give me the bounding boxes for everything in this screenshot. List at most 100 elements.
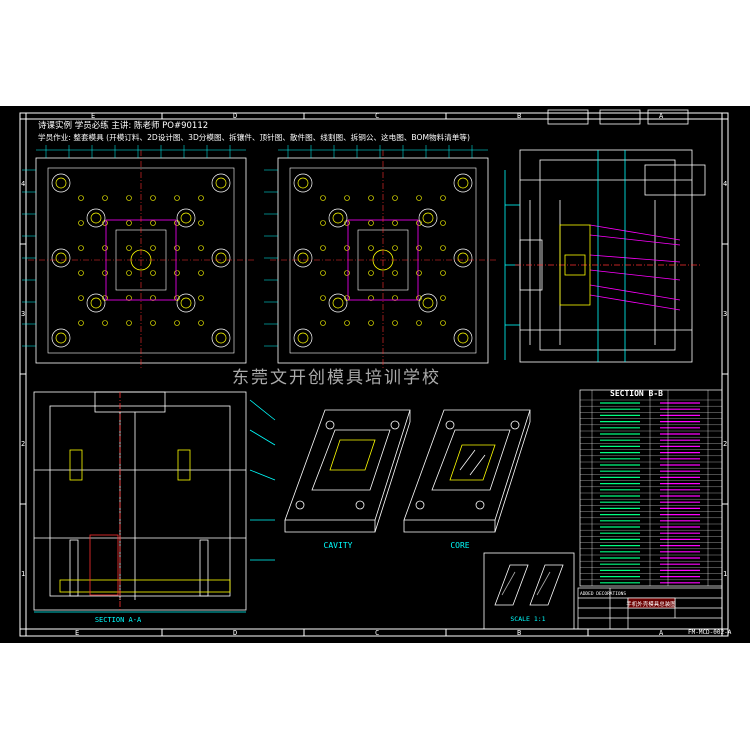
ejector-hole xyxy=(126,320,132,326)
ejector-hole xyxy=(344,295,350,301)
ejector-hole xyxy=(368,320,374,326)
ejector-hole xyxy=(150,320,156,326)
ejector-hole xyxy=(126,245,132,251)
ejector-hole xyxy=(198,295,204,301)
ejector-hole xyxy=(174,245,180,251)
section-b-b-label: SECTION B-B xyxy=(610,389,663,398)
ejector-hole xyxy=(78,295,84,301)
guide-pin xyxy=(215,177,227,189)
ejector-hole xyxy=(126,220,132,226)
ejector-hole xyxy=(368,245,374,251)
ejector-hole xyxy=(150,245,156,251)
zone-number-right: 3 xyxy=(723,310,727,318)
ejector-hole xyxy=(102,195,108,201)
ejector-hole xyxy=(198,245,204,251)
ejector-hole xyxy=(440,220,446,226)
title-block xyxy=(577,587,723,630)
zone-number-right: 4 xyxy=(723,180,727,188)
ejector-hole xyxy=(392,270,398,276)
guide-hole xyxy=(293,328,313,348)
ejector-hole xyxy=(320,295,326,301)
guide-pin xyxy=(215,252,227,264)
ejector-hole xyxy=(102,320,108,326)
guide-pin xyxy=(332,212,344,224)
ejector-hole xyxy=(320,245,326,251)
core-label: CORE xyxy=(450,541,469,550)
guide-hole xyxy=(328,293,348,313)
ejector-hole xyxy=(344,320,350,326)
guide-hole xyxy=(453,173,473,193)
guide-pin xyxy=(457,177,469,189)
ejector-hole xyxy=(78,270,84,276)
ejector-hole xyxy=(150,270,156,276)
guide-pin xyxy=(215,332,227,344)
guide-pin xyxy=(457,332,469,344)
scale-label: SCALE 1:1 xyxy=(510,615,545,623)
section-a-a-label: SECTION A-A xyxy=(95,616,142,624)
part-title: 手机外壳模具总装图 xyxy=(626,600,676,608)
guide-pin xyxy=(55,332,67,344)
zone-number-right: 2 xyxy=(723,440,727,448)
zone-letter-top: B xyxy=(517,112,521,120)
ejector-hole xyxy=(78,245,84,251)
ejector-hole xyxy=(320,270,326,276)
zone-letter-bottom: C xyxy=(375,629,379,637)
zone-letter-bottom: D xyxy=(233,629,237,637)
guide-pin xyxy=(297,177,309,189)
header-line-2: 学员作业: 整套模具 (开模订料、2D设计图、3D分模图、拆镶件、顶针图、散件图… xyxy=(38,132,470,142)
isometric-core-plate xyxy=(403,409,531,533)
guide-hole xyxy=(51,248,71,268)
guide-pin xyxy=(55,177,67,189)
bom-table xyxy=(579,389,723,587)
ejector-hole xyxy=(440,245,446,251)
zone-markers: E D C B A E D C B A 4 3 2 1 4 3 2 1 xyxy=(21,112,727,637)
drawing-number: FM-MCD-002-A xyxy=(688,629,732,636)
plan-view-cavity-side xyxy=(22,145,254,370)
ejector-hole xyxy=(174,320,180,326)
zone-number-left: 2 xyxy=(21,440,25,448)
ejector-hole xyxy=(440,320,446,326)
ejector-hole xyxy=(126,270,132,276)
ejector-hole xyxy=(320,195,326,201)
zone-letter-bottom: A xyxy=(659,629,664,637)
ejector-hole xyxy=(320,220,326,226)
guide-hole xyxy=(51,328,71,348)
ejector-hole xyxy=(416,220,422,226)
guide-hole xyxy=(176,293,196,313)
guide-hole xyxy=(418,293,438,313)
zone-letter-bottom: E xyxy=(75,629,79,637)
ejector-hole xyxy=(368,295,374,301)
ejector-hole xyxy=(344,245,350,251)
ejector-hole xyxy=(416,245,422,251)
ejector-hole xyxy=(320,320,326,326)
ejector-hole xyxy=(392,245,398,251)
ejector-hole xyxy=(102,295,108,301)
ejector-hole xyxy=(126,195,132,201)
ejector-hole xyxy=(416,195,422,201)
ejector-hole xyxy=(368,220,374,226)
zone-number-left: 3 xyxy=(21,310,25,318)
ejector-hole xyxy=(440,295,446,301)
zone-letter-top: A xyxy=(659,112,664,120)
guide-pin xyxy=(422,297,434,309)
guide-pin xyxy=(55,252,67,264)
cavity-label: CAVITY xyxy=(324,541,353,550)
zone-letter-bottom: B xyxy=(517,629,521,637)
ejector-hole xyxy=(344,220,350,226)
ejector-hole xyxy=(150,220,156,226)
guide-hole xyxy=(211,173,231,193)
ejector-hole xyxy=(392,195,398,201)
guide-hole xyxy=(293,248,313,268)
ejector-hole xyxy=(392,220,398,226)
guide-pin xyxy=(332,297,344,309)
header-line-1: 诗课实例 学员必练 主讲: 陈老师 PO#90112 xyxy=(38,120,208,131)
ejector-hole xyxy=(416,320,422,326)
ejector-hole xyxy=(126,295,132,301)
ejector-hole xyxy=(174,270,180,276)
ejector-hole xyxy=(440,270,446,276)
guide-pin xyxy=(422,212,434,224)
ejector-hole xyxy=(102,220,108,226)
ejector-hole xyxy=(198,320,204,326)
ejector-hole xyxy=(174,220,180,226)
